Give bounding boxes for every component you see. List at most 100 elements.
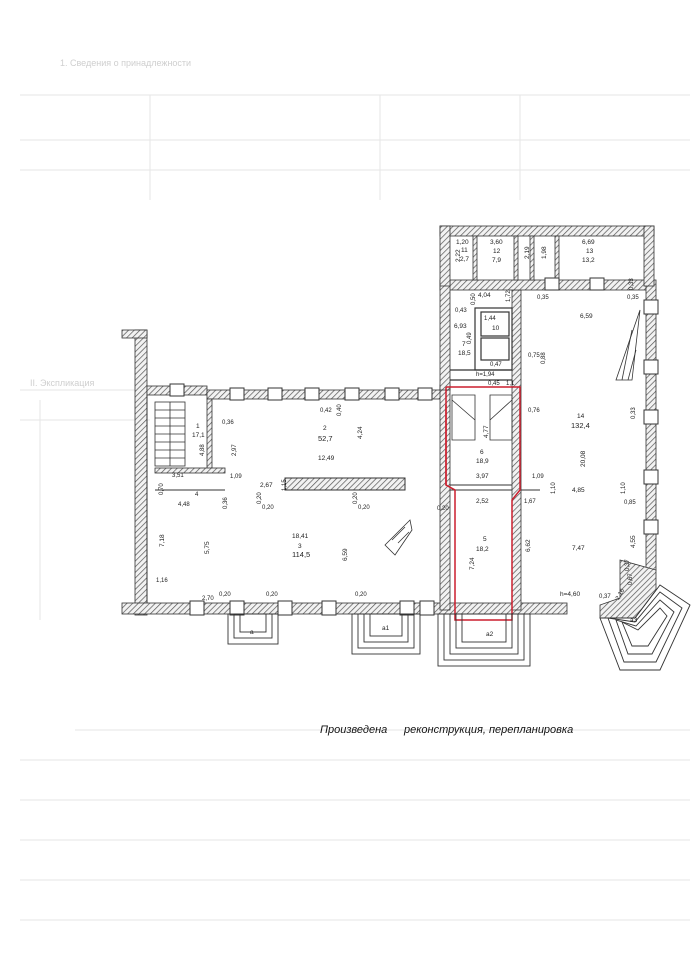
label-d-1-67: 1,67 [524, 499, 536, 505]
label-d-7-24: 7,24 [469, 557, 476, 570]
porch-a1 [351, 613, 421, 655]
caption-part1: Произведена [320, 724, 387, 736]
stairs-room14 [615, 309, 641, 381]
label-d-6-93: 6,93 [454, 323, 467, 330]
label-d-0-20e: 0,20 [437, 506, 449, 512]
label-d-0-70: 0,70 [159, 483, 165, 495]
label-d-6-69: 6,69 [582, 239, 595, 246]
label-d-0-37b: 0,37 [599, 594, 611, 600]
label-d-1-1: 1,1 [506, 381, 515, 387]
label-d-3-60: 3,60 [490, 239, 503, 246]
label-d-0-50: 0,50 [471, 293, 477, 305]
porch-a2 [437, 613, 531, 667]
label-d-2-70: 2,70 [202, 596, 214, 602]
room-10-id: 10 [492, 325, 500, 332]
label-d-0-67: 0,67 [628, 573, 634, 585]
label-d-4-88: 4,88 [200, 444, 206, 456]
label-d-0-75: 0,75 [528, 353, 540, 359]
label-d-0-37: 0,37 [625, 559, 631, 571]
room-7-area: 18,5 [458, 350, 471, 357]
label-d-0-85: 0,85 [624, 500, 636, 506]
wall-left-cap [121, 329, 148, 339]
wall-annex-top [439, 225, 655, 237]
room-2-area: 52,7 [318, 434, 333, 443]
label-d-18-41: 18,41 [292, 533, 309, 540]
walls [121, 225, 657, 619]
room-5-area: 18,2 [476, 546, 489, 553]
label-d-2-16: 2,16 [615, 588, 626, 602]
label-d-1-15: 1,15 [282, 479, 288, 491]
label-d-4-24: 4,24 [357, 426, 364, 439]
partition-room1 [206, 398, 213, 472]
label-d-0-20g: 0,20 [266, 592, 278, 598]
label-d-1-16: 1,16 [156, 578, 168, 584]
room-4-id: 4 [195, 492, 199, 498]
room-13-area: 13,2 [582, 257, 595, 264]
label-d-7-18: 7,18 [159, 534, 166, 547]
partition-annex-2 [513, 235, 519, 281]
entrance-a-label: а [250, 629, 254, 636]
room-7-id: 7 [462, 341, 466, 348]
ramp-room3 [384, 519, 413, 556]
wall-annex-left [439, 225, 451, 287]
room-5-id: 5 [483, 536, 487, 543]
label-d-0-20a: 0,20 [257, 492, 263, 504]
label-d-0-88: 0,88 [541, 352, 547, 364]
room-1-area: 17,1 [192, 432, 205, 439]
label-d-4-55: 4,55 [630, 535, 637, 548]
room-12-area: 7,9 [492, 257, 501, 264]
stairs-room6 [451, 394, 513, 441]
label-d-20-08: 20,08 [580, 450, 587, 467]
stairs-left [154, 401, 186, 467]
wall-left-outer [134, 329, 148, 616]
entrance-a1-label: а1 [382, 625, 390, 632]
label-d-2-19: 2,19 [524, 246, 531, 259]
label-d-0-40: 0,40 [337, 404, 343, 416]
faint-background-form [20, 94, 690, 921]
partition-annex-4 [554, 235, 560, 281]
label-d-4-04: 4,04 [478, 292, 491, 299]
label-d-1-44: 1,44 [484, 316, 496, 322]
partition-annex-1 [472, 235, 478, 281]
label-d-0-20b: 0,20 [262, 505, 274, 511]
label-d-0-20f: 0,20 [219, 592, 231, 598]
label-d-1-10: 1,10 [551, 482, 557, 494]
label-d-6-59: 6,59 [580, 313, 593, 320]
room-6-id: 6 [480, 449, 484, 456]
label-d-0-36: 0,36 [222, 420, 234, 426]
porch-a3 [599, 584, 691, 671]
wall-right-left [439, 279, 451, 391]
label-d-6-59b: 6,59 [342, 548, 349, 561]
label-d-0-33: 0,33 [629, 278, 635, 290]
label-d-h194: h=1,94 [476, 372, 495, 378]
caption-part2: реконструкция, перепланировка [403, 724, 573, 736]
porch-a [227, 613, 279, 645]
label-d-0-42: 0,42 [320, 408, 332, 414]
label-d-2-97: 2,97 [232, 444, 238, 456]
entrance-a3-label: а3 [630, 617, 638, 624]
label-d-h460: h=4,60 [560, 591, 580, 598]
label-d-1-20: 1,20 [456, 239, 469, 246]
partition-annex-3 [529, 235, 535, 281]
label-d-0-76: 0,76 [528, 408, 540, 414]
room-14-id: 14 [577, 413, 585, 420]
inner-partitions [450, 307, 513, 381]
label-d-0-20d: 0,20 [358, 505, 370, 511]
label-d-0-45: 0,45 [488, 381, 500, 387]
label-d-4-85: 4,85 [572, 487, 585, 494]
label-d-2-52: 2,52 [476, 498, 489, 505]
label-d-0-33b: 0,33 [631, 407, 637, 419]
room-3-id: 3 [298, 543, 302, 550]
faint-side-text: II. Экспликация [30, 378, 94, 388]
room-11-area: 2,7 [460, 256, 469, 263]
label-d-1-09: 1,09 [230, 474, 242, 480]
label-d-3-51: 3,51 [172, 473, 184, 479]
faint-header-text: 1. Сведения о принадлежности [60, 58, 191, 68]
label-d-1-98: 1,98 [541, 246, 548, 259]
label-d-1-09b: 1,09 [532, 474, 544, 480]
room-11-id-real: 11 [461, 247, 468, 254]
window-marks [169, 277, 659, 616]
label-d-2-67: 2,67 [260, 482, 273, 489]
label-d-12-49: 12,49 [318, 455, 335, 462]
